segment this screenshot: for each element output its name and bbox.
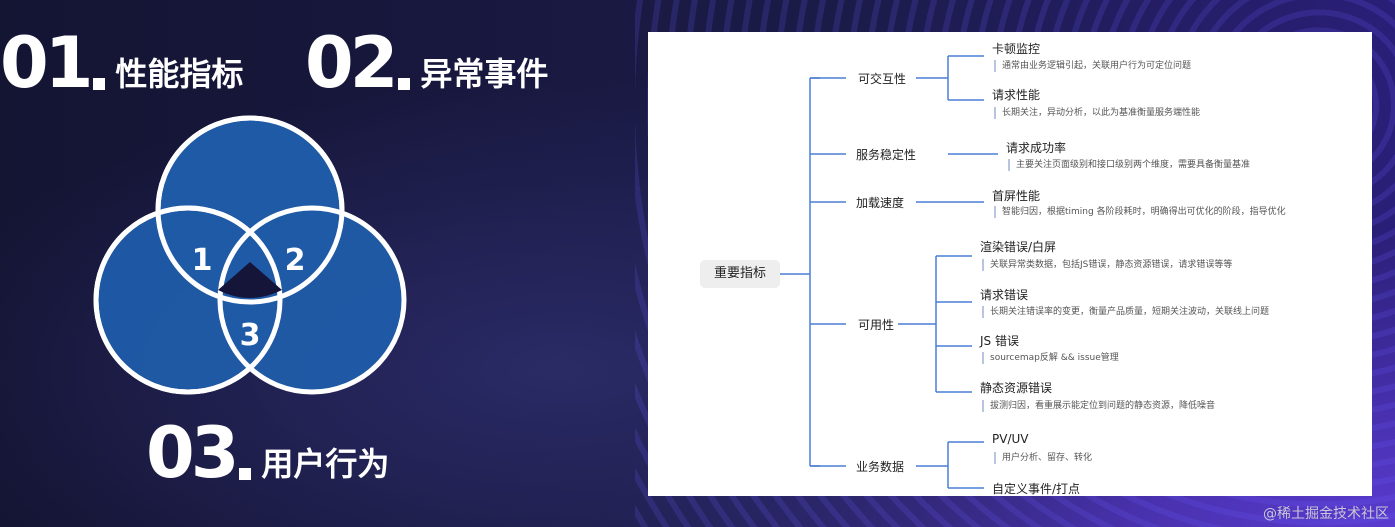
leaf-custom-events: 自定义事件/打点	[992, 482, 1081, 496]
venn-center-region	[218, 262, 282, 298]
heading-dot	[93, 78, 106, 90]
heading-dot	[239, 468, 252, 480]
venn-diagram: 1 2 3	[93, 115, 407, 395]
heading-title: 用户行为	[261, 445, 390, 483]
heading-user-behavior: 03 用户行为	[146, 412, 390, 494]
watermark: @稀土掘金技术社区	[1263, 506, 1389, 522]
mindmap-root: 重要指标	[700, 260, 780, 288]
leaf-note: sourcemap反解 && issue管理	[982, 352, 1119, 364]
leaf-js-error: JS 错误	[980, 334, 1019, 348]
leaf-note: 通常由业务逻辑引起，关联用户行为可定位问题	[994, 60, 1191, 72]
leaf-note: 主要关注页面级别和接口级别两个维度，需要具备衡量基准	[1008, 159, 1250, 171]
venn-label-3: 3	[240, 318, 261, 353]
leaf-note: 智能归因，根据timing 各阶段耗时，明确得出可优化的阶段，指导优化	[994, 206, 1286, 218]
leaf-request-success-rate: 请求成功率	[1006, 141, 1067, 155]
leaf-render-error: 渲染错误/白屏	[980, 240, 1057, 254]
heading-dot	[398, 78, 411, 90]
branch-loading-speed: 加载速度	[856, 196, 905, 210]
leaf-pv-uv: PV/UV	[992, 432, 1029, 446]
branch-availability: 可用性	[858, 318, 895, 332]
leaf-note: 关联异常类数据，包括JS错误，静态资源错误，请求错误等等	[982, 259, 1232, 271]
leaf-request-error: 请求错误	[980, 288, 1029, 302]
heading-title: 性能指标	[115, 55, 244, 93]
leaf-request-performance: 请求性能	[992, 88, 1041, 102]
heading-title: 异常事件	[420, 55, 549, 93]
leaf-first-screen-performance: 首屏性能	[992, 189, 1041, 203]
leaf-jank-monitoring: 卡顿监控	[992, 42, 1041, 56]
branch-interactivity: 可交互性	[858, 72, 907, 86]
heading-performance: 01 性能指标	[0, 22, 244, 104]
mindmap-panel: 重要指标 可交互性 服务稳定性 加载速度 可用性 业务数据 卡顿监控 通常由业务…	[648, 32, 1372, 496]
leaf-static-resource-error: 静态资源错误	[980, 381, 1053, 395]
leaf-note: 长期关注，异动分析，以此为基准衡量服务端性能	[994, 107, 1200, 119]
venn-label-1: 1	[192, 243, 213, 278]
leaf-note: 拔测归因，看重展示能定位到问题的静态资源，降低噪音	[982, 400, 1215, 412]
leaf-note: 长期关注错误率的变更，衡量产品质量，短期关注波动，关联线上问题	[982, 306, 1269, 318]
heading-number: 03	[146, 412, 239, 494]
venn-label-2: 2	[285, 243, 306, 278]
branch-business-data: 业务数据	[856, 460, 905, 474]
branch-stability: 服务稳定性	[856, 148, 917, 162]
leaf-note: 用户分析、留存、转化	[994, 452, 1092, 464]
mindmap-lines	[780, 55, 998, 489]
heading-number: 02	[305, 22, 398, 104]
heading-exceptions: 02 异常事件	[305, 22, 549, 104]
heading-number: 01	[0, 22, 93, 104]
